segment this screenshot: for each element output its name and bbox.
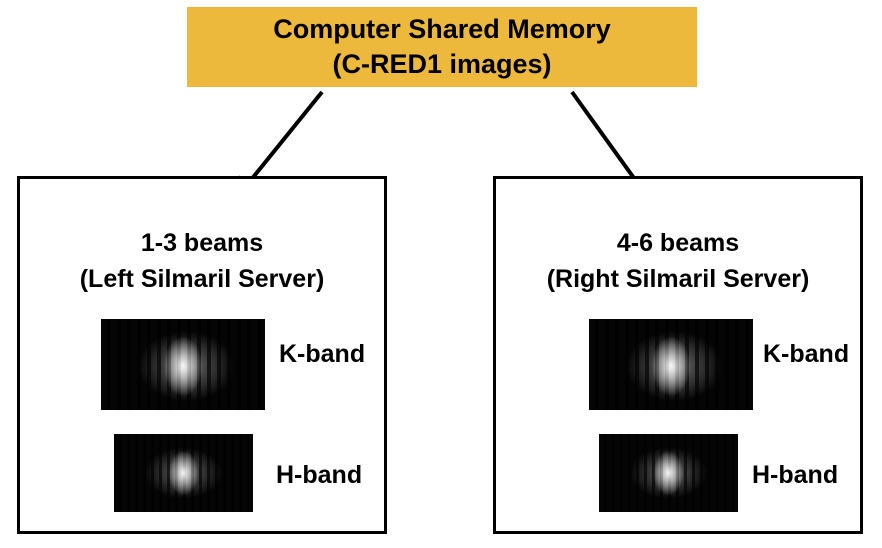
left-h-band-label: H-band (276, 461, 363, 489)
right-server-beams: 4-6 beams (616, 229, 740, 257)
right-k-band-label: K-band (763, 340, 850, 368)
left-server-title: 1-3 beams (Left Silmaril Server) (20, 225, 384, 297)
right-server-box: 4-6 beams (Right Silmaril Server) K-band… (493, 176, 863, 534)
right-h-band-label: H-band (752, 461, 839, 489)
shared-memory-subtitle: (C-RED1 images) (332, 49, 552, 79)
left-h-band-fringe-image (114, 434, 253, 512)
right-h-band-fringe-image (599, 434, 738, 512)
right-server-name: (Right Silmaril Server) (546, 265, 810, 293)
left-k-band-label: K-band (279, 340, 366, 368)
left-server-box: 1-3 beams (Left Silmaril Server) K-band … (17, 176, 387, 534)
right-k-band-fringe-image (589, 319, 753, 410)
shared-memory-title: Computer Shared Memory (273, 14, 611, 44)
left-server-beams: 1-3 beams (140, 229, 264, 257)
left-k-band-fringe-image (101, 319, 265, 410)
shared-memory-box: Computer Shared Memory (C-RED1 images) (187, 7, 697, 87)
right-server-title: 4-6 beams (Right Silmaril Server) (496, 225, 860, 297)
left-server-name: (Left Silmaril Server) (79, 265, 325, 293)
